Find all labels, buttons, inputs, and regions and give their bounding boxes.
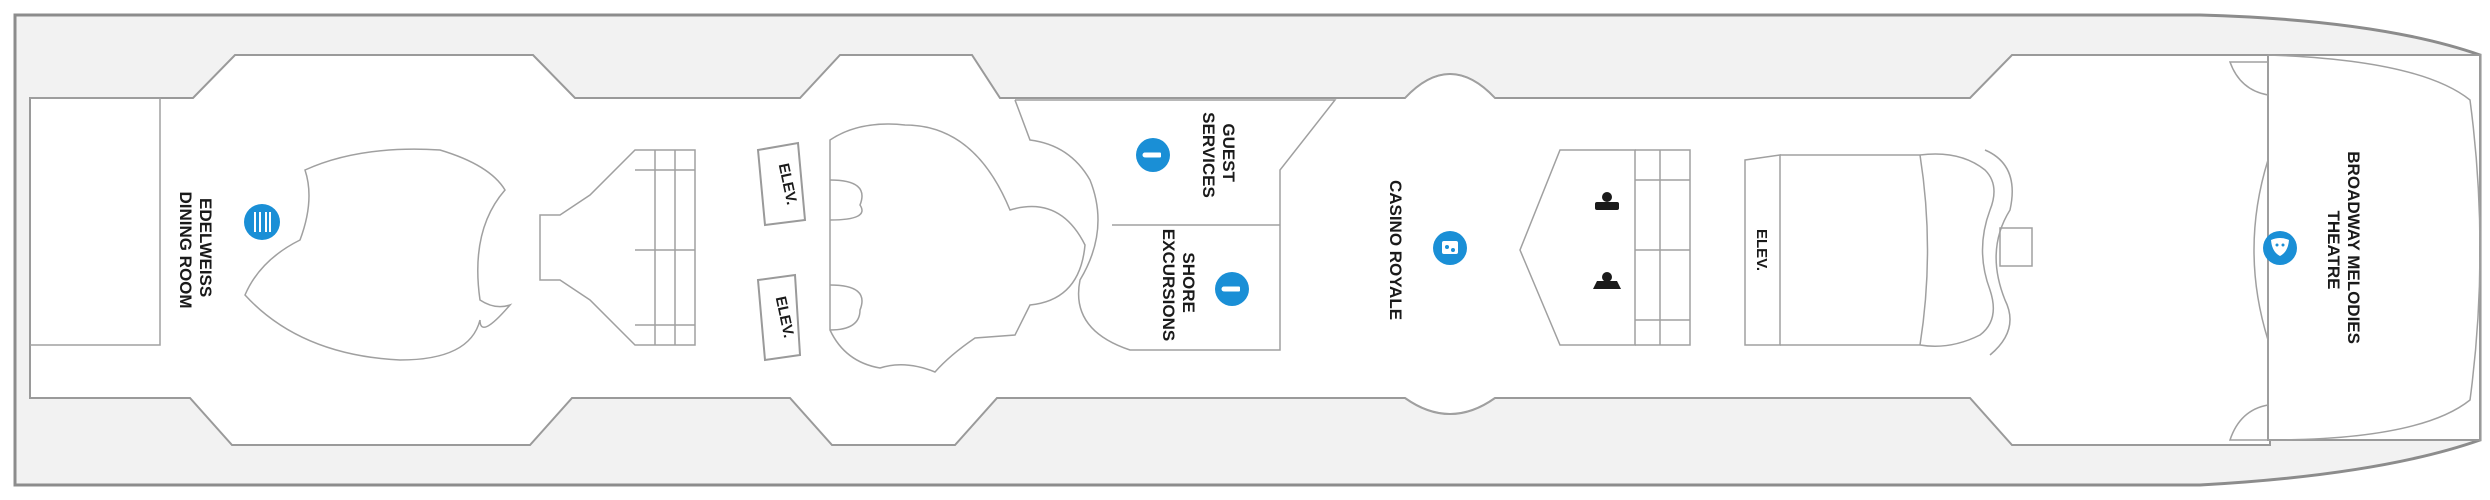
atrium-alcoves [829, 179, 863, 331]
right-bay-room [1780, 153, 1995, 347]
info-icon[interactable] [1215, 272, 1249, 306]
right-bay-inner [1919, 149, 2013, 356]
dining-room-walls [30, 97, 161, 346]
casino-label: CASINO ROYALE [1386, 180, 1405, 320]
elevator-left-top: ELEV. [756, 141, 807, 227]
info-icon[interactable] [1136, 138, 1170, 172]
shore-excursions-label-line1: SHORE [1179, 252, 1198, 312]
elevator-right-label: ELEV. [1753, 229, 1770, 271]
shore-excursions-label: SHORE EXCURSIONS [1159, 229, 1198, 341]
atrium-shape [829, 123, 1086, 373]
theatre-stage-curve [2253, 159, 2269, 341]
shore-excursions-label-line2: EXCURSIONS [1159, 229, 1178, 341]
service-block [1014, 99, 1337, 351]
dining-room-label-line2: DINING ROOM [176, 191, 195, 308]
casino-icon[interactable] [1433, 231, 1467, 265]
elevator-left-bottom: ELEV. [756, 273, 802, 362]
right-core [1519, 149, 1636, 346]
dining-feature [244, 148, 513, 361]
theatre-icon[interactable] [2263, 231, 2297, 265]
theatre-stair-bottom [2228, 404, 2269, 441]
casino-bump-top [1404, 73, 1496, 99]
dining-room-label: EDELWEISS DINING ROOM [176, 191, 215, 308]
theatre-label: BROADWAY MELODIES THEATRE [2324, 151, 2363, 348]
men-restroom-icon [1595, 192, 1619, 210]
casino-bump-bottom [1404, 397, 1496, 415]
guest-services-label-line2: SERVICES [1199, 112, 1218, 198]
theatre-stair-top [2228, 61, 2269, 96]
right-bay-box [1999, 227, 2033, 267]
theatre-area [2267, 54, 2481, 441]
dining-room-label-line1: EDELWEISS [196, 198, 215, 297]
women-restroom-icon [1593, 272, 1621, 289]
deck-interior [29, 54, 2271, 446]
left-stair-lines [635, 150, 695, 345]
theatre-label-line1: BROADWAY MELODIES [2344, 151, 2363, 344]
right-stair [1635, 149, 1691, 346]
left-stair-core [539, 149, 696, 346]
guest-services-label-line1: GUEST [1219, 123, 1238, 182]
theatre-label-line2: THEATRE [2324, 210, 2343, 289]
dining-icon[interactable] [244, 204, 280, 240]
guest-services-label: GUEST SERVICES [1199, 112, 1238, 198]
